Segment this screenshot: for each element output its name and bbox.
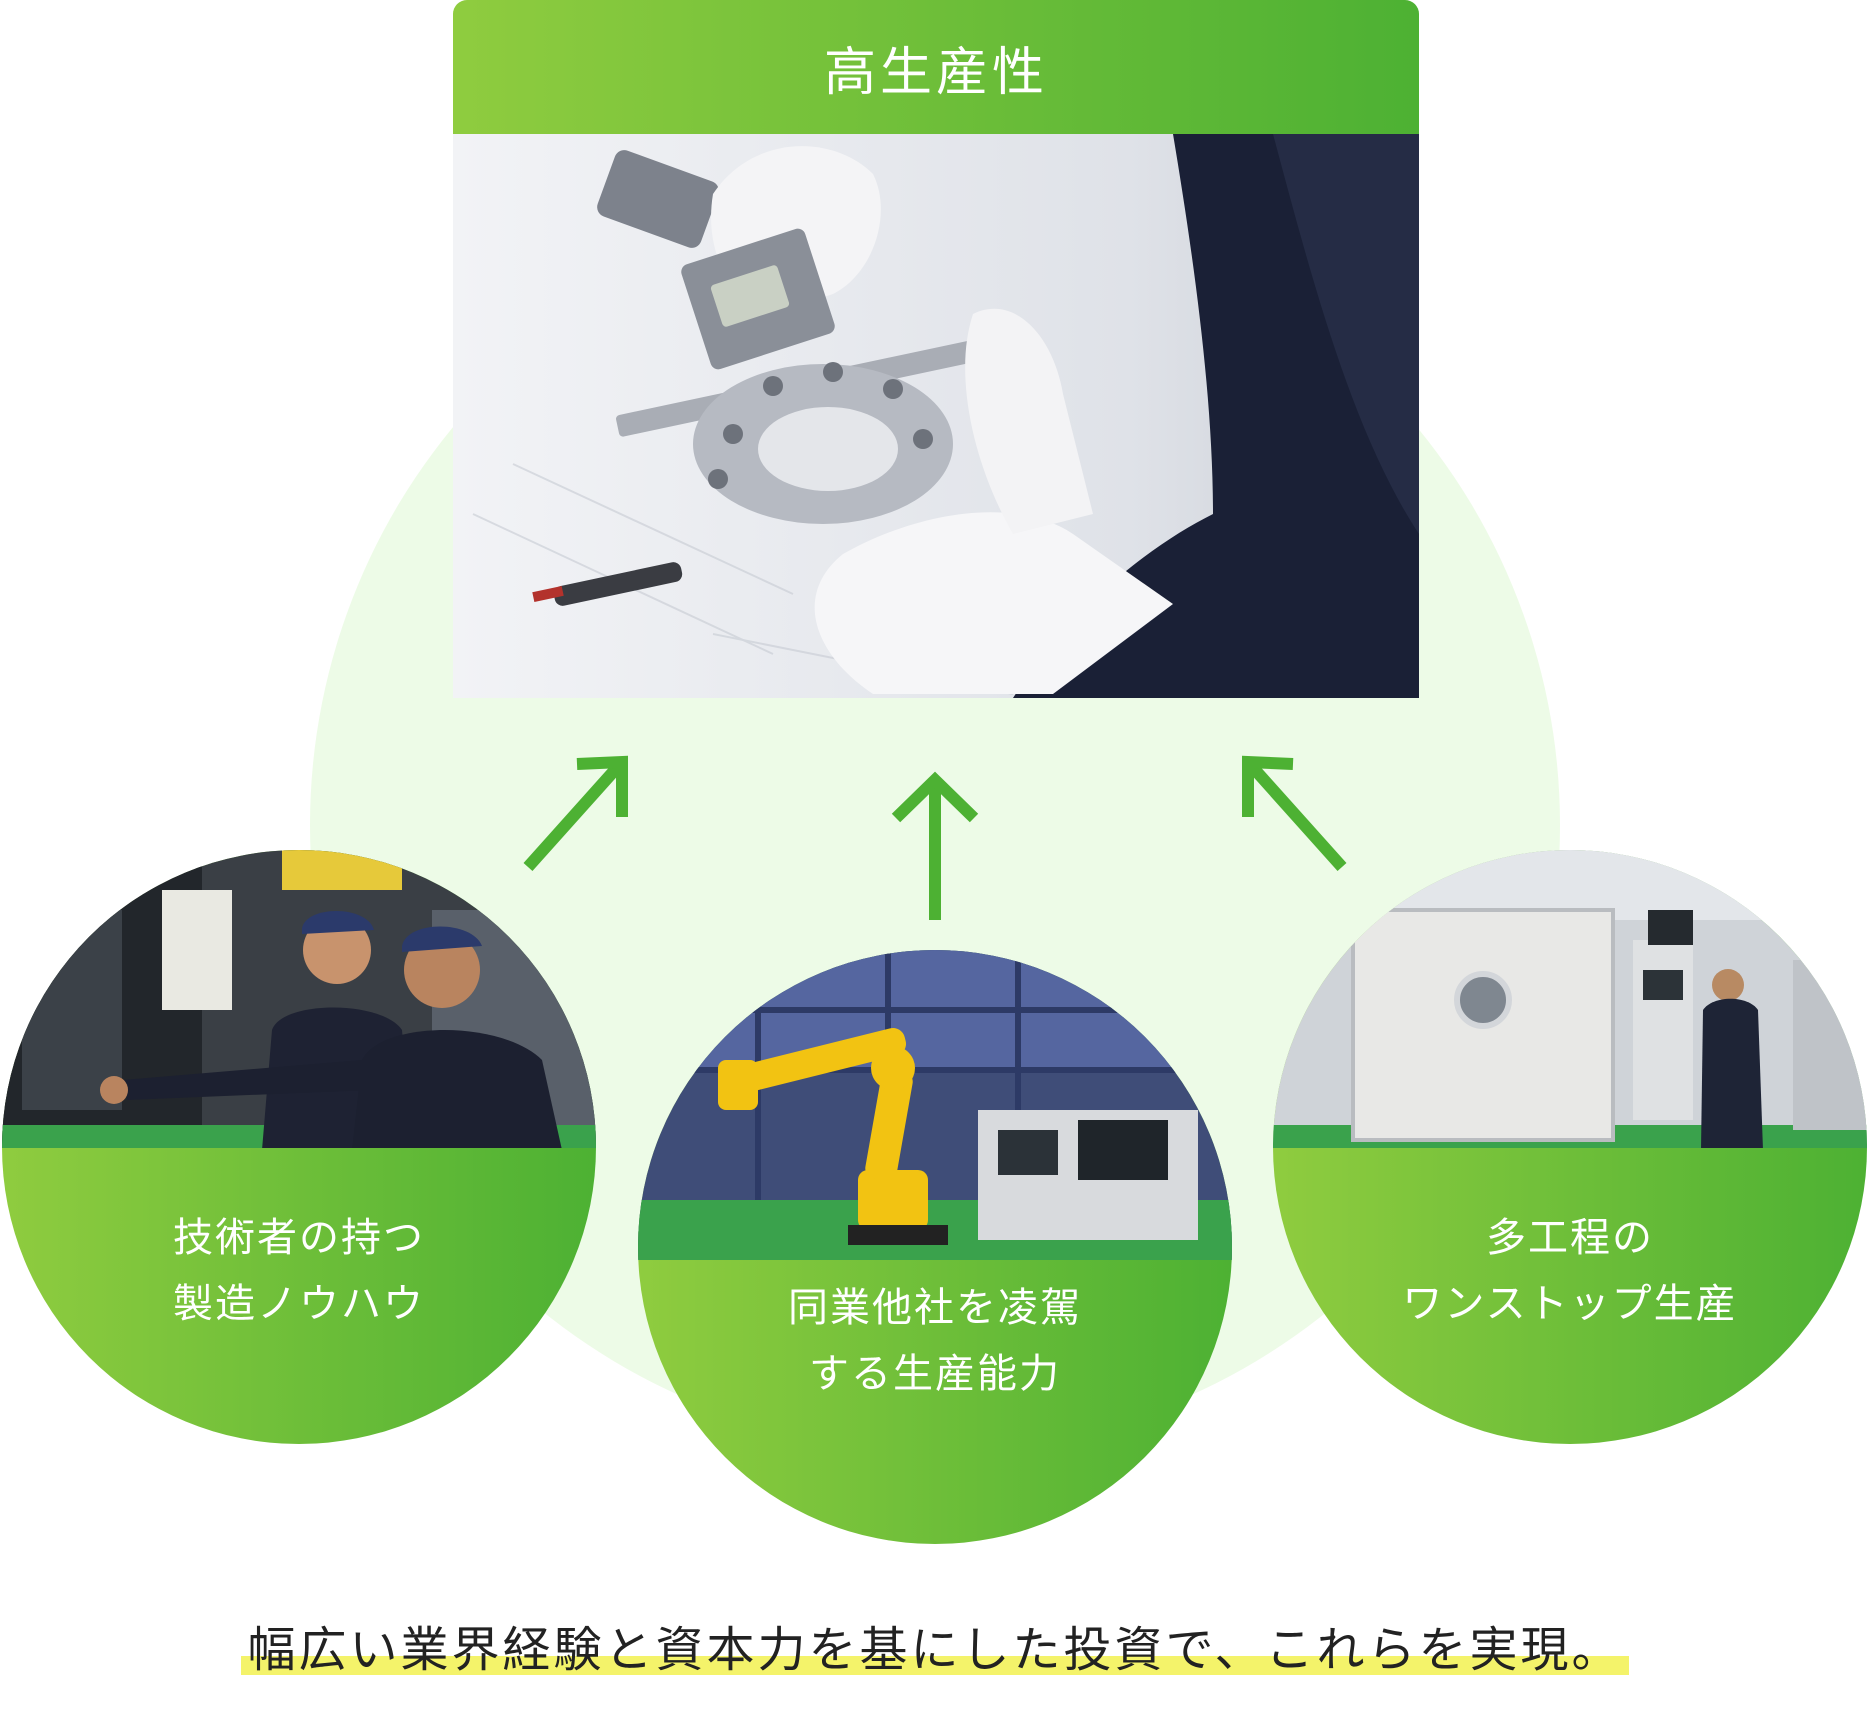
caption-container: 幅広い業界経験と資本力を基にした投資で、これらを実現。 (0, 1610, 1870, 1684)
circle-technician-knowhow: 技術者の持つ 製造ノウハウ (2, 850, 596, 1444)
circle-one-stop-label: 多工程の ワンストップ生産 (1273, 1205, 1867, 1337)
caliper-measuring-illustration (453, 134, 1419, 698)
technicians-at-machine-photo (2, 850, 596, 1148)
circle-capacity-label: 同業他社を凌駕 する生産能力 (638, 1275, 1232, 1407)
top-card: 高生産性 (453, 0, 1419, 698)
circle-one-stop-label-line1: 多工程の (1486, 1215, 1654, 1261)
bottom-caption: 幅広い業界経験と資本力を基にした投資で、これらを実現。 (241, 1610, 1629, 1684)
circle-one-stop-production: 多工程の ワンストップ生産 (1273, 850, 1867, 1444)
top-card-header: 高生産性 (453, 0, 1419, 134)
press-machine-illustration (1273, 850, 1867, 1148)
circle-technician-label-line2: 製造ノウハウ (173, 1281, 425, 1327)
circle-capacity-label-line1: 同業他社を凌駕 (788, 1285, 1082, 1331)
robot-arm-illustration (638, 950, 1232, 1260)
press-machine-operator-photo (1273, 850, 1867, 1148)
circle-capacity-label-line2: する生産能力 (809, 1351, 1061, 1397)
circle-production-capacity: 同業他社を凌駕 する生産能力 (638, 950, 1232, 1544)
caliper-measuring-photo (453, 134, 1419, 698)
circle-technician-label-line1: 技術者の持つ (173, 1215, 425, 1261)
circle-one-stop-label-line2: ワンストップ生産 (1402, 1281, 1738, 1327)
top-card-title: 高生産性 (823, 42, 1048, 103)
robot-arm-factory-photo (638, 950, 1232, 1260)
technicians-illustration (2, 850, 596, 1148)
circle-technician-label: 技術者の持つ 製造ノウハウ (2, 1205, 596, 1337)
